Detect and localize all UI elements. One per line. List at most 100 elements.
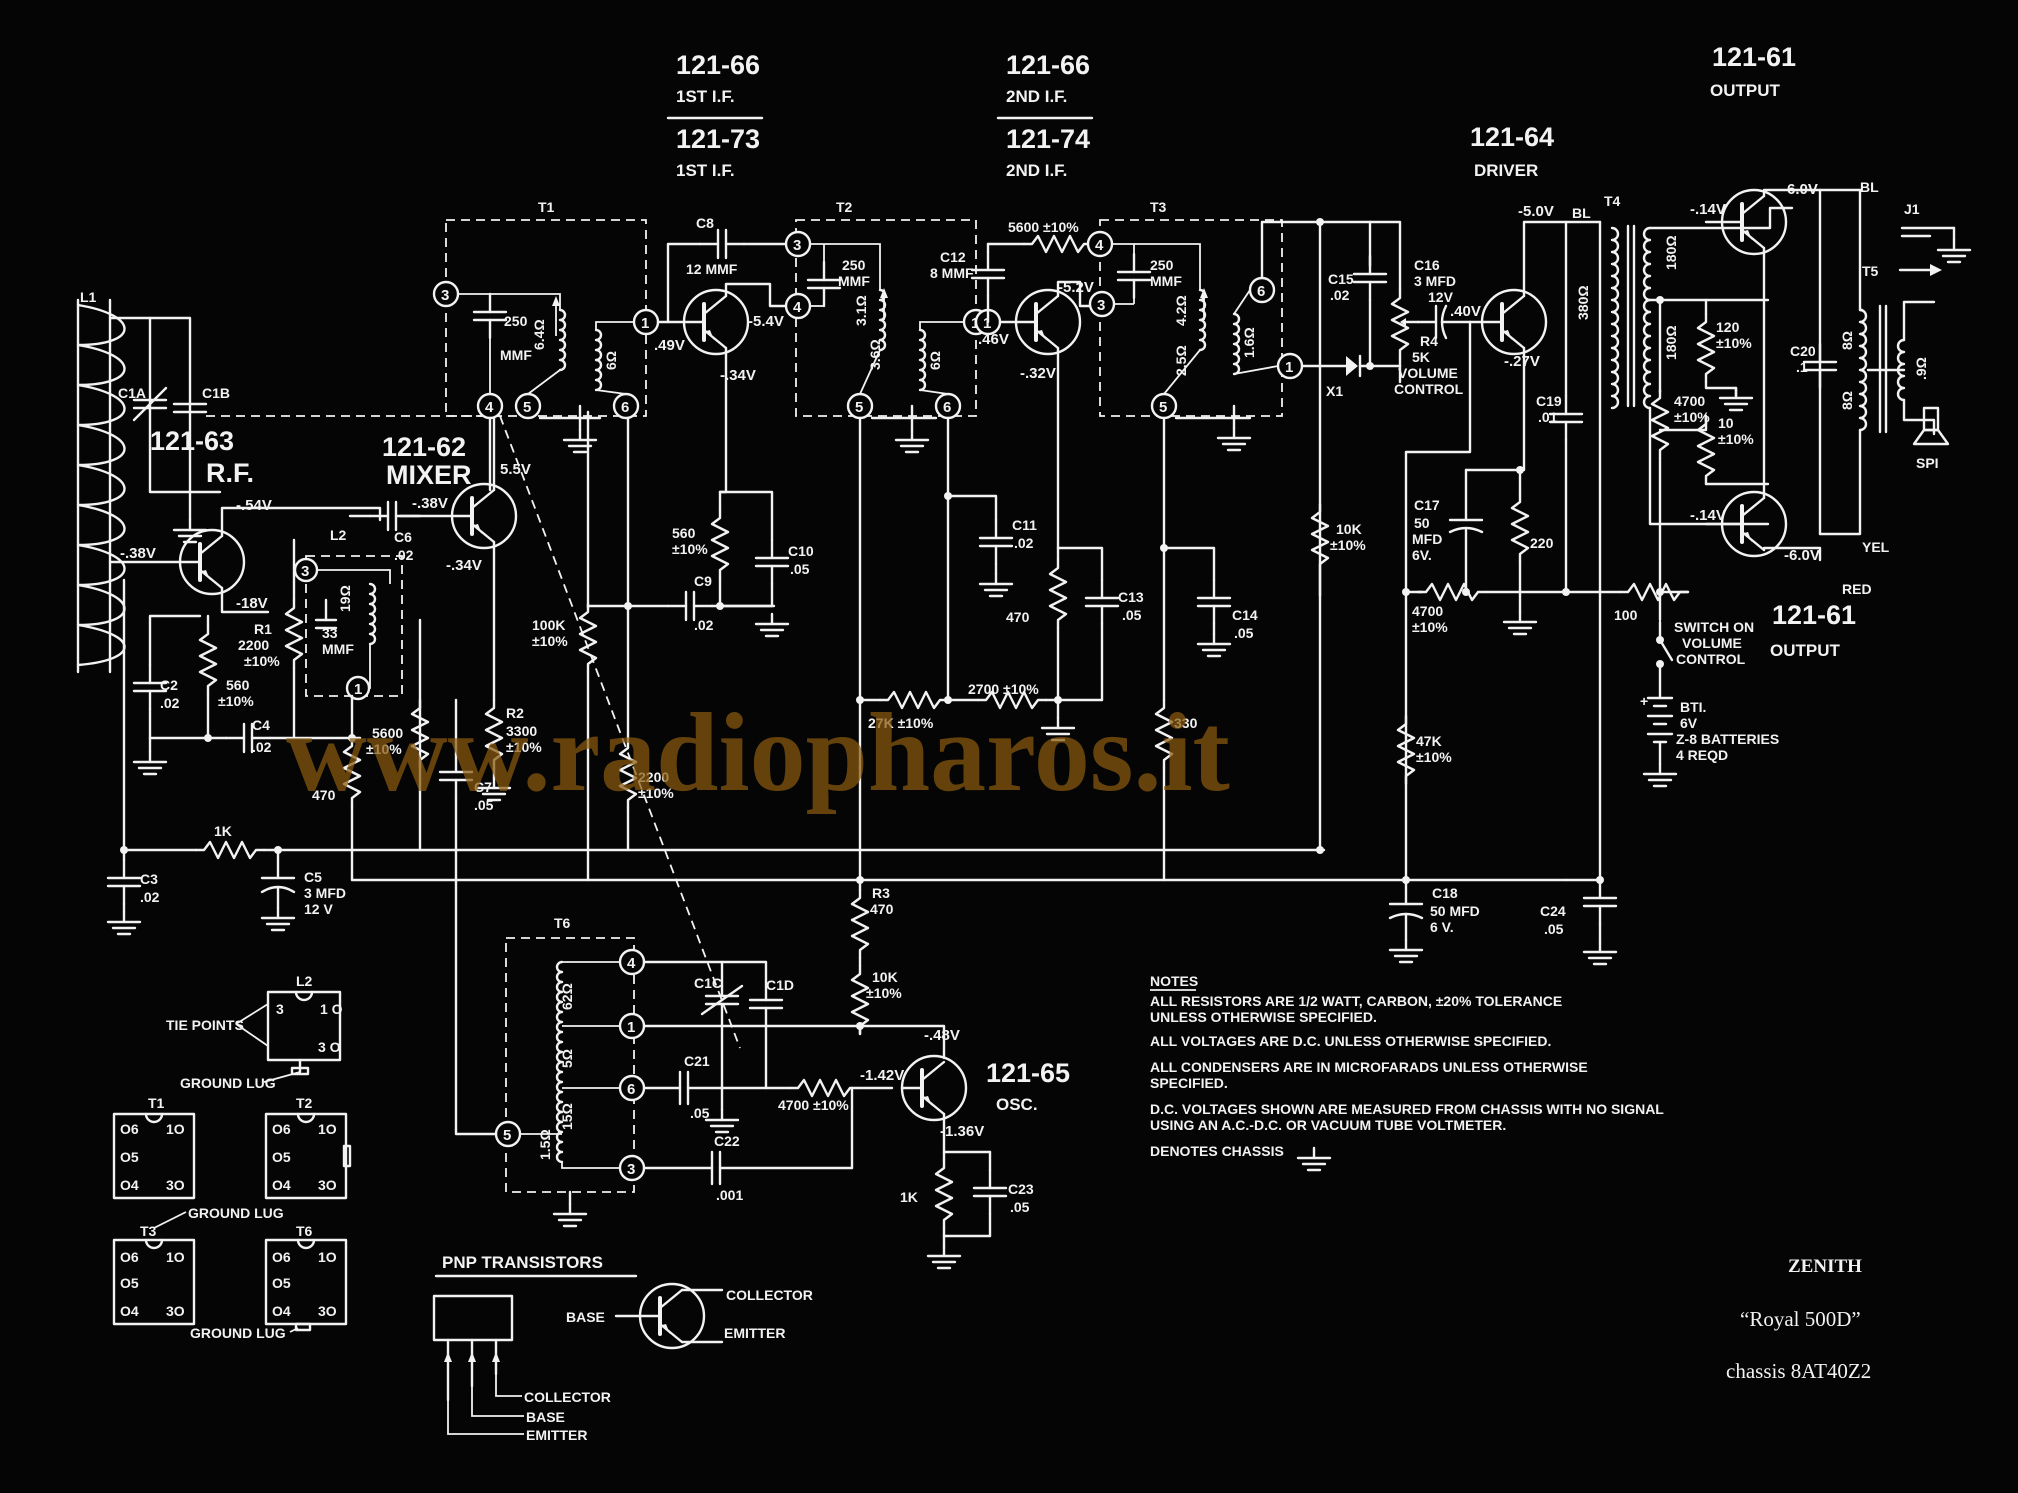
r5600a-value: 5600 bbox=[372, 725, 403, 741]
r470b-value: 470 bbox=[1006, 609, 1030, 625]
c5-label: C5 bbox=[304, 869, 322, 885]
driver-emitter-voltage: -.27V bbox=[1504, 353, 1540, 370]
if1-part-b-sub: 1ST I.F. bbox=[676, 161, 735, 180]
output-top-base-voltage: -.14V bbox=[1690, 201, 1726, 218]
svg-text:180Ω: 180Ω bbox=[1663, 325, 1679, 360]
l2-cap: 33 bbox=[322, 625, 338, 641]
r4700a-value: 4700 bbox=[1412, 603, 1443, 619]
switch-line2: VOLUME bbox=[1682, 635, 1742, 651]
svg-text:O6: O6 bbox=[272, 1121, 291, 1137]
c22-value: .001 bbox=[716, 1187, 743, 1203]
svg-text:O4: O4 bbox=[120, 1303, 139, 1319]
c5-value2: 12 V bbox=[304, 901, 333, 917]
svg-text:O6: O6 bbox=[120, 1249, 139, 1265]
output-bottom-part-number: 121-61 bbox=[1772, 600, 1856, 630]
c16-value2: 12V bbox=[1428, 289, 1454, 305]
c15-value: .02 bbox=[1330, 287, 1350, 303]
l1-label: L1 bbox=[80, 289, 97, 305]
c5-value: 3 MFD bbox=[304, 885, 346, 901]
r47k-value: 47K bbox=[1416, 733, 1442, 749]
svg-text:.9Ω: .9Ω bbox=[1913, 357, 1929, 380]
c4-value: .02 bbox=[252, 739, 272, 755]
svg-text:3.1Ω: 3.1Ω bbox=[853, 295, 869, 326]
svg-text:3: 3 bbox=[627, 1161, 635, 1178]
svg-text:1: 1 bbox=[627, 1019, 635, 1036]
c6-label: C6 bbox=[394, 529, 412, 545]
osc-part-number: 121-65 bbox=[986, 1058, 1070, 1088]
svg-text:62Ω: 62Ω bbox=[559, 983, 575, 1010]
r2-value: 3300 bbox=[506, 723, 537, 739]
brand-chassis: chassis 8AT40Z2 bbox=[1726, 1359, 1871, 1383]
if1-part-b: 121-73 bbox=[676, 124, 760, 154]
pnp-title: PNP TRANSISTORS bbox=[442, 1253, 603, 1272]
ground-lug-label-1: GROUND LUG bbox=[180, 1075, 276, 1091]
c21-label: C21 bbox=[684, 1053, 710, 1069]
svg-text:1: 1 bbox=[1285, 359, 1293, 376]
c10-label: C10 bbox=[788, 543, 814, 559]
t6-pinout-legend: T6 O6 1O O5 O4 3O bbox=[264, 1223, 348, 1332]
r330-value: 330 bbox=[1174, 715, 1198, 731]
r560b-tol: ±10% bbox=[672, 541, 708, 557]
svg-text:1O: 1O bbox=[318, 1121, 337, 1137]
output-bottom-base-voltage: -.14V bbox=[1690, 507, 1726, 524]
mixer-part-number: 121-62 bbox=[382, 432, 466, 462]
r5600b-value: 5600 ±10% bbox=[1008, 219, 1079, 235]
c3-label: C3 bbox=[140, 871, 158, 887]
c12-value: 8 MMF bbox=[930, 265, 974, 281]
if2-part-b: 121-74 bbox=[1006, 124, 1090, 154]
svg-text:6: 6 bbox=[943, 399, 951, 416]
r220-value: 220 bbox=[1530, 535, 1554, 551]
svg-text:3: 3 bbox=[441, 287, 449, 304]
svg-text:O4: O4 bbox=[120, 1177, 139, 1193]
svg-text:4: 4 bbox=[793, 299, 802, 316]
mixer-collector-voltage: -.34V bbox=[446, 557, 482, 574]
note-1: ALL RESISTORS ARE 1/2 WATT, CARBON, ±20%… bbox=[1150, 993, 1562, 1009]
t4-label: T4 bbox=[1604, 193, 1621, 209]
notes-block: NOTES ALL RESISTORS ARE 1/2 WATT, CARBON… bbox=[1150, 973, 1664, 1172]
x1-label: X1 bbox=[1326, 383, 1343, 399]
svg-text:1.6Ω: 1.6Ω bbox=[1241, 327, 1257, 358]
osc-emitter-voltage: -.48V bbox=[924, 1027, 960, 1044]
c14-value: .05 bbox=[1234, 625, 1254, 641]
r10ka-tol: ±10% bbox=[1330, 537, 1366, 553]
svg-text:5: 5 bbox=[523, 399, 531, 416]
note-4b: USING AN A.C.-D.C. OR VACUUM TUBE VOLTME… bbox=[1150, 1117, 1506, 1133]
svg-text:T6: T6 bbox=[296, 1223, 313, 1239]
c23-value: .05 bbox=[1010, 1199, 1030, 1215]
bl2-label: BL bbox=[1860, 179, 1879, 195]
c7-label: C7 bbox=[474, 779, 492, 795]
if2-base-voltage: .46V bbox=[978, 331, 1009, 348]
l2-inductance: 19Ω bbox=[337, 585, 353, 612]
battery-label: BTI. bbox=[1680, 699, 1706, 715]
t3-label: T3 bbox=[1150, 199, 1167, 215]
svg-text:8Ω: 8Ω bbox=[1839, 331, 1855, 350]
osc-base-voltage: -1.42V bbox=[860, 1067, 904, 1084]
t2-pinout-legend: T2 O6 1O O5 O4 3O bbox=[264, 1095, 352, 1200]
r1kb-label: 1K bbox=[900, 1189, 918, 1205]
svg-text:6Ω: 6Ω bbox=[603, 351, 619, 370]
output-top-part-number: 121-61 bbox=[1712, 42, 1796, 72]
svg-text:1O: 1O bbox=[318, 1249, 337, 1265]
svg-text:3: 3 bbox=[1097, 297, 1105, 314]
r2-label: R2 bbox=[506, 705, 524, 721]
r560b-value: 560 bbox=[672, 525, 696, 541]
svg-text:1.5Ω: 1.5Ω bbox=[537, 1129, 553, 1160]
r1-value: 2200 bbox=[238, 637, 269, 653]
c9-value: .02 bbox=[694, 617, 714, 633]
c18-label: C18 bbox=[1432, 885, 1458, 901]
c18-value: 50 MFD bbox=[1430, 903, 1480, 919]
ground-lug-label-3: GROUND LUG bbox=[190, 1325, 286, 1341]
svg-text:O4: O4 bbox=[272, 1303, 291, 1319]
c20-label: C20 bbox=[1790, 343, 1816, 359]
svg-text:T2: T2 bbox=[296, 1095, 313, 1111]
battery-voltage: 6V bbox=[1680, 715, 1698, 731]
red-label: RED bbox=[1842, 581, 1872, 597]
if2-part-a-sub: 2ND I.F. bbox=[1006, 87, 1067, 106]
output-transistor-top bbox=[1720, 188, 1788, 256]
watermark-text: www.radiopharos.it bbox=[286, 691, 1230, 815]
svg-text:6: 6 bbox=[621, 399, 629, 416]
r4700b-tol: ±10% bbox=[1674, 409, 1710, 425]
r2-tol: ±10% bbox=[506, 739, 542, 755]
if1-base-voltage: .49V bbox=[654, 337, 685, 354]
r10ka-value: 10K bbox=[1336, 521, 1362, 537]
